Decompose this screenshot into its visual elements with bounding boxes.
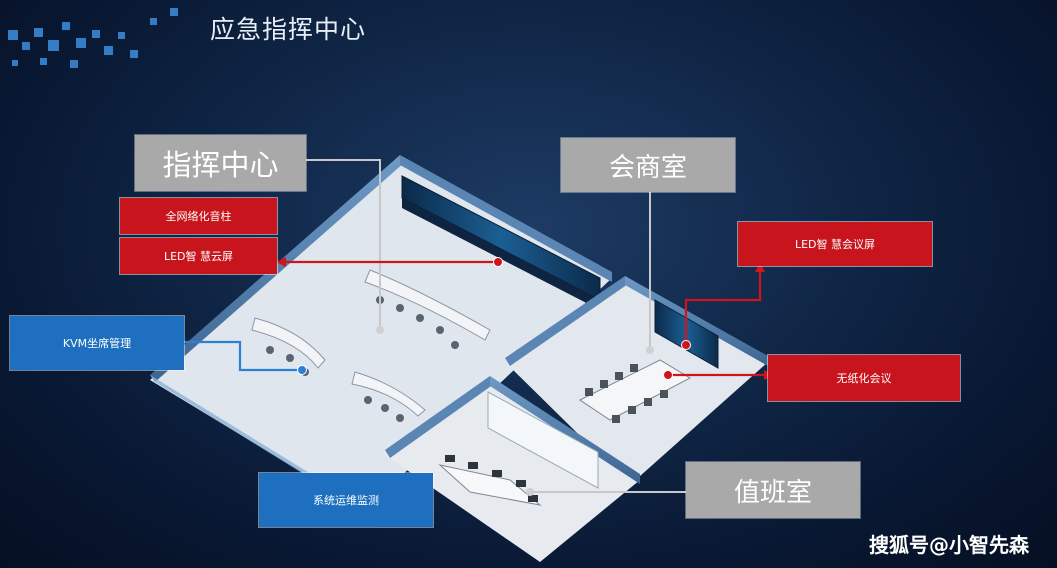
network-cable-trough-label: 全网络化音柱 xyxy=(120,198,277,234)
consultation-room xyxy=(505,276,768,485)
kvm-seat-management-label: KVM坐席管理 xyxy=(10,316,184,370)
decor-squares xyxy=(8,8,178,68)
blue-connector xyxy=(184,340,302,372)
duty-room xyxy=(385,376,640,562)
page-title: 应急指挥中心 xyxy=(210,15,367,44)
red-connectors xyxy=(282,260,768,377)
system-ops-monitoring-label: 系统运维监测 xyxy=(259,473,433,527)
watermark: 搜狐号@小智先森 xyxy=(869,533,1029,557)
command-center-room xyxy=(150,155,612,512)
led-meeting-screen-label: LED智 慧会议屏 xyxy=(738,222,932,266)
consultation-room-label: 会商室 xyxy=(561,138,735,192)
duty-room-label: 值班室 xyxy=(686,462,860,518)
paperless-meeting-label: 无纸化会议 xyxy=(768,355,960,401)
command-center-label: 指挥中心 xyxy=(135,135,306,191)
gray-connectors xyxy=(306,159,686,493)
led-cloud-screen-label: LED智 慧云屏 xyxy=(120,238,277,274)
